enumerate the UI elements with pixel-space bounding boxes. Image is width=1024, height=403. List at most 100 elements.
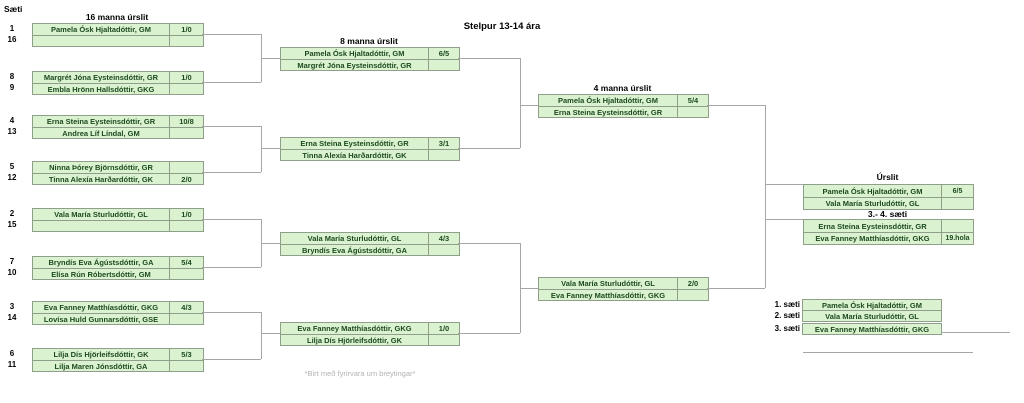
connector-line	[202, 267, 261, 268]
match-score	[169, 221, 203, 231]
bracket-match: Vala María Sturludóttir, GL 2/0 Eva Fanne…	[538, 277, 709, 301]
match-score: 5/4	[169, 257, 203, 268]
connector-line	[707, 105, 765, 106]
seed-number: 10	[7, 268, 17, 277]
player-row	[33, 220, 203, 231]
player-name: Vala María Sturludóttir, GL	[561, 279, 655, 288]
seed-number: 3	[9, 302, 15, 311]
match-score: 5/4	[677, 95, 708, 106]
player-row: Vala María Sturludóttir, GL 2/0	[539, 278, 708, 289]
player-name: Vala María Sturludóttir, GL	[54, 210, 148, 219]
match-score	[169, 36, 203, 46]
match-score: 5/3	[169, 349, 203, 360]
player-row: Embla Hrönn Hallsdóttir, GKG	[33, 83, 203, 94]
bracket-match: Vala María Sturludóttir, GL 1/0	[32, 208, 204, 232]
page-title: Stelpur 13-14 ára	[463, 21, 541, 32]
match-score: 1/0	[169, 72, 203, 83]
player-name: Margrét Jóna Eysteinsdóttir, GR	[43, 73, 159, 82]
standing-label: 3. sæti	[774, 324, 800, 333]
player-name: Vala María Sturludóttir, GL	[825, 199, 920, 208]
seed-number: 14	[7, 313, 17, 322]
player-row: Erna Steina Eysteinsdóttir, GR	[804, 220, 973, 232]
match-score	[169, 269, 203, 279]
match-score	[428, 245, 459, 255]
player-name: Lilja Maren Jónsdóttir, GA	[54, 361, 148, 371]
seed-number: 9	[9, 83, 15, 92]
connector-line	[458, 243, 520, 244]
rule-line	[941, 332, 1010, 333]
connector-line	[202, 172, 261, 173]
player-row: Lilja Maren Jónsdóttir, GA	[33, 360, 203, 371]
player-name: Erna Steina Eysteinsdóttir, GR	[300, 139, 409, 148]
round-of-16-header: 16 manna úrslit	[85, 12, 149, 22]
connector-line	[261, 312, 262, 359]
player-name: Erna Steina Eysteinsdóttir, GR	[553, 107, 663, 117]
match-score: 6/5	[428, 48, 459, 59]
player-row: Ninna Þórey Björnsdóttir, GR	[33, 162, 203, 173]
match-score	[169, 162, 203, 173]
connector-line	[261, 243, 280, 244]
match-score: 2/0	[677, 278, 708, 289]
player-name: Eva Fanney Matthíasdóttir, GKG	[43, 303, 159, 312]
connector-line	[202, 359, 261, 360]
match-score	[941, 198, 973, 209]
player-row: Eva Fanney Matthíasdóttir, GKG	[539, 289, 708, 300]
player-row	[33, 35, 203, 46]
connector-line	[520, 288, 538, 289]
match-score: 1/0	[169, 24, 203, 35]
player-name: Bryndís Eva Ágústsdóttir, GA	[301, 245, 408, 255]
quarterfinal-header: 8 manna úrslit	[340, 36, 398, 46]
connector-line	[261, 58, 280, 59]
seed-number: 15	[7, 220, 17, 229]
third-place-match: Erna Steina Eysteinsdóttir, GR Eva Fanne…	[803, 219, 974, 245]
player-name: Tinna Alexía Harðardóttir, GK	[302, 150, 407, 160]
match-score	[677, 290, 708, 300]
match-score	[169, 314, 203, 324]
player-name: Lovísa Huld Gunnarsdóttir, GSE	[43, 314, 159, 324]
connector-line	[202, 126, 261, 127]
player-row: Tinna Alexía Harðardóttir, GK	[281, 149, 459, 160]
seed-number: 2	[9, 209, 15, 218]
connector-line	[202, 219, 261, 220]
seed-number: 16	[7, 35, 17, 44]
player-name	[33, 36, 169, 46]
seed-number: 1	[9, 24, 15, 33]
player-name: Eva Fanney Matthíasdóttir, GKG	[815, 234, 930, 243]
player-name: Lilja Dís Hjörleifsdóttir, GK	[306, 335, 402, 345]
player-name: Pamela Ósk Hjaltadóttir, GM	[822, 186, 923, 196]
connector-line	[458, 148, 520, 149]
connector-line	[458, 333, 520, 334]
match-score: 1/0	[169, 209, 203, 220]
player-name: Erna Steina Eysteinsdóttir, GR	[46, 117, 156, 126]
rule-line	[803, 352, 973, 353]
connector-line	[765, 219, 803, 220]
standing-label: 1. sæti	[774, 300, 800, 309]
player-name: Eva Fanney Matthíasdóttir, GKG	[550, 290, 666, 300]
player-row: Bryndís Eva Ágústsdóttir, GA 5/4	[33, 257, 203, 268]
player-row: Lilja Dís Hjörleifsdóttir, GK	[281, 334, 459, 345]
connector-line	[261, 333, 280, 334]
player-row: Eva Fanney Matthíasdóttir, GKG 19.hola	[804, 232, 973, 244]
connector-line	[765, 184, 803, 185]
match-score	[169, 361, 203, 371]
match-score	[169, 84, 203, 94]
player-name: Bryndís Eva Ágústsdóttir, GA	[48, 258, 154, 267]
seat-column-header: Sæti	[4, 4, 23, 14]
seed-number: 7	[9, 257, 15, 266]
connector-line	[202, 34, 261, 35]
match-score: 19.hola	[941, 233, 973, 244]
player-name: Pamela Ósk Hjaltadóttir, GM	[557, 96, 659, 105]
